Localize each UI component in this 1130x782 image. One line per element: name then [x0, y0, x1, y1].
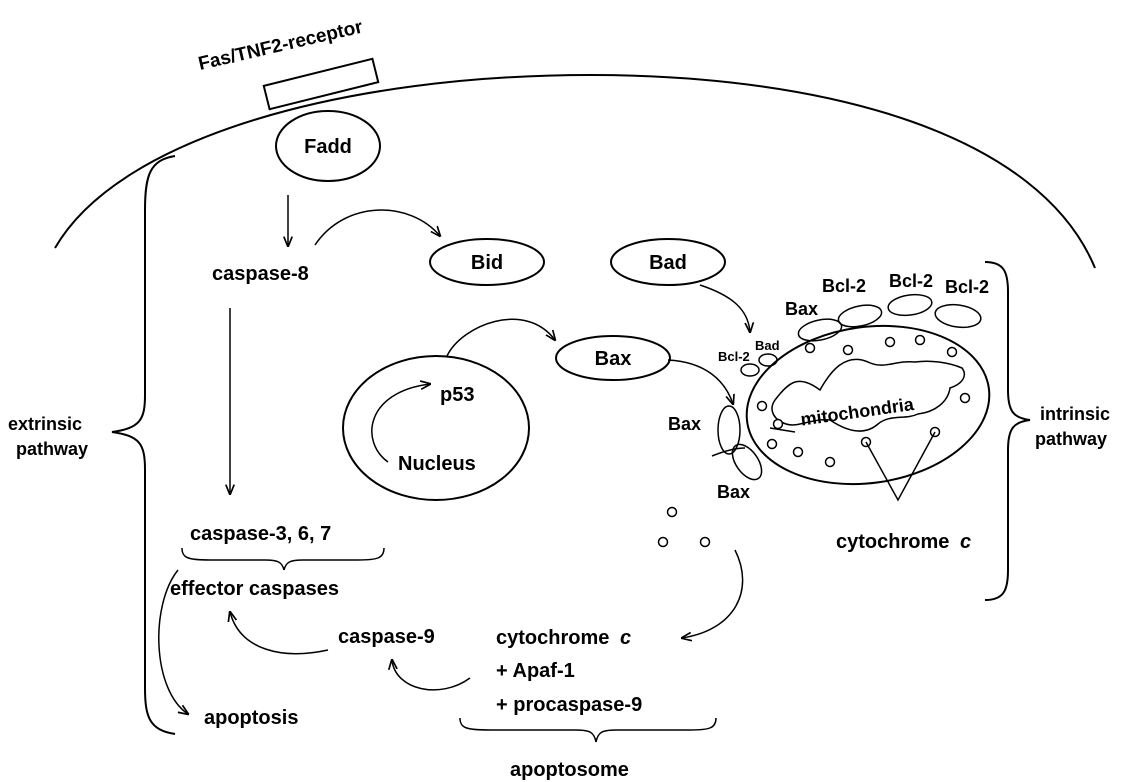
cytochrome-right-label: cytochrome c: [836, 531, 971, 553]
extrinsic-label-1: extrinsic: [8, 414, 82, 434]
fadd-label: Fadd: [304, 136, 352, 158]
mitochondria-outer: [745, 324, 991, 486]
cyto-dot: [946, 346, 958, 358]
apoptosome-label: apoptosome: [510, 759, 629, 781]
caspase367-label: caspase-3, 6, 7: [190, 523, 331, 545]
effector-brace: [181, 547, 385, 571]
released-cyto-to-apoptosome-arrow: [682, 549, 744, 638]
apoptosis-label: apoptosis: [204, 707, 298, 729]
cyto-dot: [792, 446, 804, 458]
bax-to-mitochondria-arrow: [667, 359, 733, 404]
apoptosome-to-caspase9-arrow: [392, 660, 471, 691]
nucleus-label: Nucleus: [398, 453, 476, 475]
released-cyto-dot: [657, 536, 669, 548]
cyto-dot: [756, 400, 768, 412]
cyto-dot: [842, 344, 854, 356]
bad-label: Bad: [649, 252, 687, 274]
cyto-link: [769, 427, 796, 433]
bax-top-label: Bax: [785, 299, 818, 319]
bax-center-label: Bax: [595, 348, 632, 370]
intrinsic-label-2: pathway: [1035, 429, 1107, 449]
cell-membrane: [54, 73, 1096, 269]
bcl2-protein-a: [837, 304, 883, 328]
intrinsic-label-1: intrinsic: [1040, 404, 1110, 424]
bcl2-label-b: Bcl-2: [889, 271, 933, 291]
fadd-ellipse: [275, 110, 381, 182]
p53-label: p53: [440, 384, 474, 406]
bcl2-protein-b: [887, 293, 933, 317]
effector-label: effector caspases: [170, 578, 339, 600]
bad-to-mitochondria-arrow: [699, 284, 750, 332]
bax-bottom-label: Bax: [717, 482, 750, 502]
caspase9-label: caspase-9: [338, 626, 435, 648]
apaf-label: + Apaf-1: [496, 660, 575, 682]
caspase8-to-bid-arrow: [314, 209, 440, 246]
mitochondria-inner: [771, 358, 966, 432]
bcl2-protein-small: [740, 363, 760, 377]
cyto-dot: [914, 334, 926, 346]
nucleus-ellipse: [342, 355, 530, 501]
apoptosome-brace: [459, 717, 717, 743]
bcl2-label-a: Bcl-2: [822, 276, 866, 296]
receptor-box: [262, 57, 380, 111]
bcl2-label-c: Bcl-2: [945, 277, 989, 297]
cyto-dot: [824, 456, 836, 468]
bid-label: Bid: [471, 252, 503, 274]
cyto-dot: [959, 392, 971, 404]
cyto-dot: [884, 336, 896, 348]
bad-ellipse: [610, 238, 726, 286]
effector-to-apoptosis-arrow: [158, 569, 188, 714]
mitochondria-label: mitochondria: [799, 394, 916, 430]
procaspase-label: + procaspase-9: [496, 694, 642, 716]
extrinsic-brace: [111, 155, 176, 735]
bax-protein-top: [797, 318, 843, 342]
released-cyto-dot: [699, 536, 711, 548]
bcl2-protein-c: [934, 303, 982, 329]
p53-to-bax-arrow: [446, 318, 555, 357]
extrinsic-label-2: pathway: [16, 439, 88, 459]
bax-left-label: Bax: [668, 414, 701, 434]
cyto-dot: [766, 438, 778, 450]
cytochrome-center-label: cytochrome c: [496, 627, 631, 649]
bid-ellipse: [429, 238, 545, 286]
cyto-dot: [804, 342, 816, 354]
bcl2-small-label: Bcl-2: [718, 349, 750, 364]
intrinsic-brace: [984, 261, 1031, 601]
nucleus-loop-arrow: [371, 384, 430, 463]
cytochrome-pointer: [865, 431, 936, 502]
bax-link-line: [711, 447, 746, 457]
cyto-dot: [772, 418, 784, 430]
bax-membrane-bottom: [731, 443, 763, 481]
bax-membrane-left: [717, 405, 741, 455]
caspase8-label: caspase-8: [212, 263, 309, 285]
caspase9-to-effector-arrow: [230, 612, 329, 655]
bad-small-label: Bad: [755, 338, 780, 353]
released-cyto-dot: [666, 506, 678, 518]
bax-center-ellipse: [555, 335, 671, 381]
